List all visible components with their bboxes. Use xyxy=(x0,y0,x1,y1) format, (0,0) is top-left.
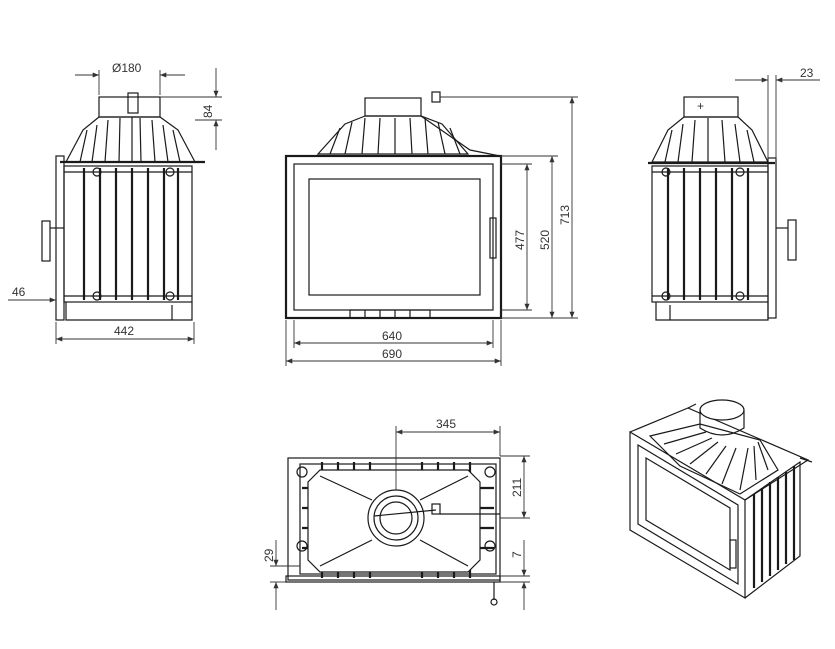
side-ribs xyxy=(82,168,180,300)
right-side-view: + xyxy=(648,96,797,321)
dim-inner-width: 640 xyxy=(382,329,402,343)
front-top-ribs xyxy=(329,117,461,155)
top-ribs xyxy=(79,117,181,163)
right-flue-collar xyxy=(683,96,739,118)
right-side-ribs xyxy=(666,168,750,300)
left-dims: Ø180 84 442 46 xyxy=(8,61,222,344)
dim-outer-width: 690 xyxy=(382,347,402,361)
front-flue-collar xyxy=(364,97,422,117)
top-view xyxy=(285,457,501,606)
flue-collar xyxy=(98,96,161,118)
dim-flue-diameter: Ø180 xyxy=(112,61,142,75)
door-frame xyxy=(284,154,503,320)
iso-flue-top xyxy=(699,399,745,421)
iso-side-ribs xyxy=(752,466,796,588)
dim-total-height: 713 xyxy=(558,205,572,225)
iso-door-frame xyxy=(629,430,746,600)
dim-front-offset: 7 xyxy=(510,551,524,558)
left-side-view xyxy=(41,92,205,321)
right-door-handle xyxy=(787,219,797,261)
front-frame-edge xyxy=(285,575,501,583)
isometric-view xyxy=(629,399,813,600)
front-door-handle xyxy=(489,217,497,259)
door-handle xyxy=(41,220,51,262)
glass-panel xyxy=(308,178,481,296)
dim-top-width: 345 xyxy=(436,417,456,431)
dim-glass-height: 477 xyxy=(513,230,527,250)
dim-body-height: 520 xyxy=(538,230,552,250)
top-dims: 345 211 7 29 xyxy=(262,417,530,610)
flue-outlet xyxy=(367,489,425,547)
dim-side-depth: 442 xyxy=(114,324,134,338)
dim-top-depth: 211 xyxy=(510,478,524,497)
right-top-ribs xyxy=(664,118,755,163)
iso-glass xyxy=(645,456,731,572)
dim-bottom-offset: 29 xyxy=(262,548,276,562)
dim-side-offset: 46 xyxy=(12,285,26,299)
dim-rear-offset: 23 xyxy=(800,66,814,80)
dim-collar-height: 84 xyxy=(201,104,215,118)
svg-text:+: + xyxy=(697,99,704,113)
front-view xyxy=(284,91,503,320)
iso-top-ribs xyxy=(663,431,769,491)
front-dims: 477 520 713 640 690 xyxy=(285,96,578,366)
right-dims: 23 xyxy=(735,66,820,160)
